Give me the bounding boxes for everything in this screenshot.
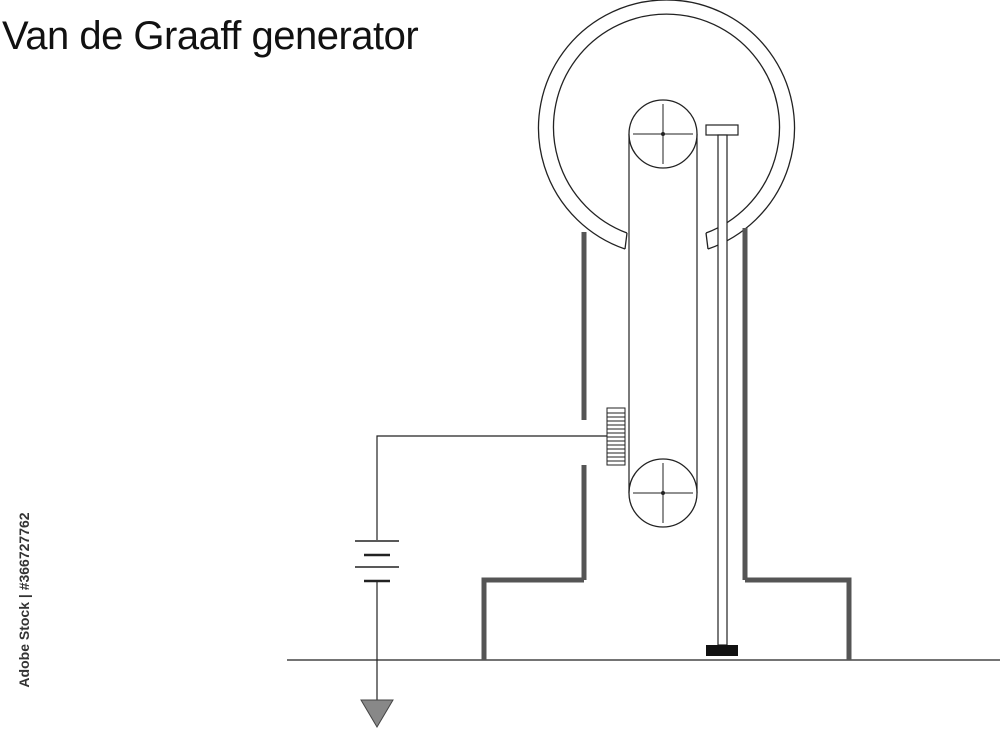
bottom-pulley	[628, 458, 698, 528]
collector-rod	[705, 124, 739, 656]
diagram-title: Van de Graaff generator	[2, 14, 419, 58]
wiring	[376, 435, 607, 700]
insulating-column	[581, 228, 748, 580]
battery	[355, 540, 399, 583]
comb-electrode	[606, 407, 626, 466]
top-pulley	[628, 99, 698, 169]
belt	[628, 134, 698, 493]
dome-sphere	[537, 0, 796, 250]
base	[481, 577, 852, 660]
ground-symbol	[360, 699, 394, 728]
